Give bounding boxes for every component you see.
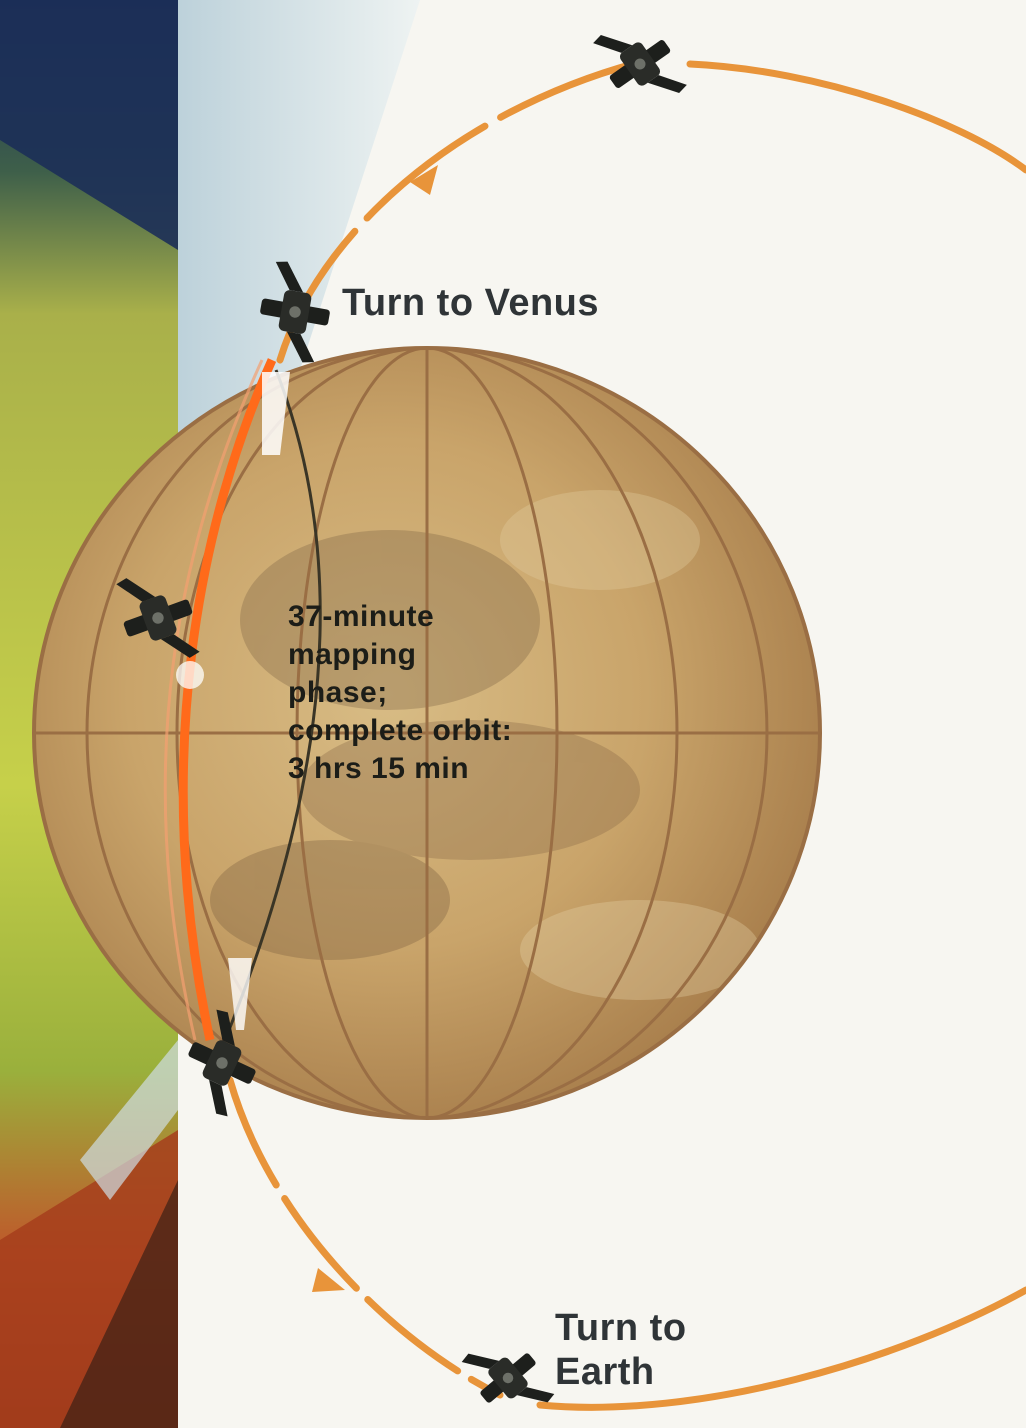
turn-to-earth-line: Turn to — [555, 1306, 687, 1350]
mapping-phase-line: mapping — [288, 636, 608, 674]
mapping-phase-line: 3 hrs 15 min — [288, 750, 608, 788]
turn-to-venus-label: Turn to Venus — [342, 282, 599, 325]
turn-to-earth-label: Turn to Earth — [555, 1306, 687, 1394]
mapping-phase-line: complete orbit: — [288, 712, 608, 750]
mapping-phase-label: 37-minute mapping phase; complete orbit:… — [288, 598, 608, 788]
mapping-phase-line: 37-minute — [288, 598, 608, 636]
spacecraft-icon — [586, 7, 693, 121]
mapping-phase-line: phase; — [288, 674, 608, 712]
turn-to-earth-line: Earth — [555, 1350, 687, 1394]
